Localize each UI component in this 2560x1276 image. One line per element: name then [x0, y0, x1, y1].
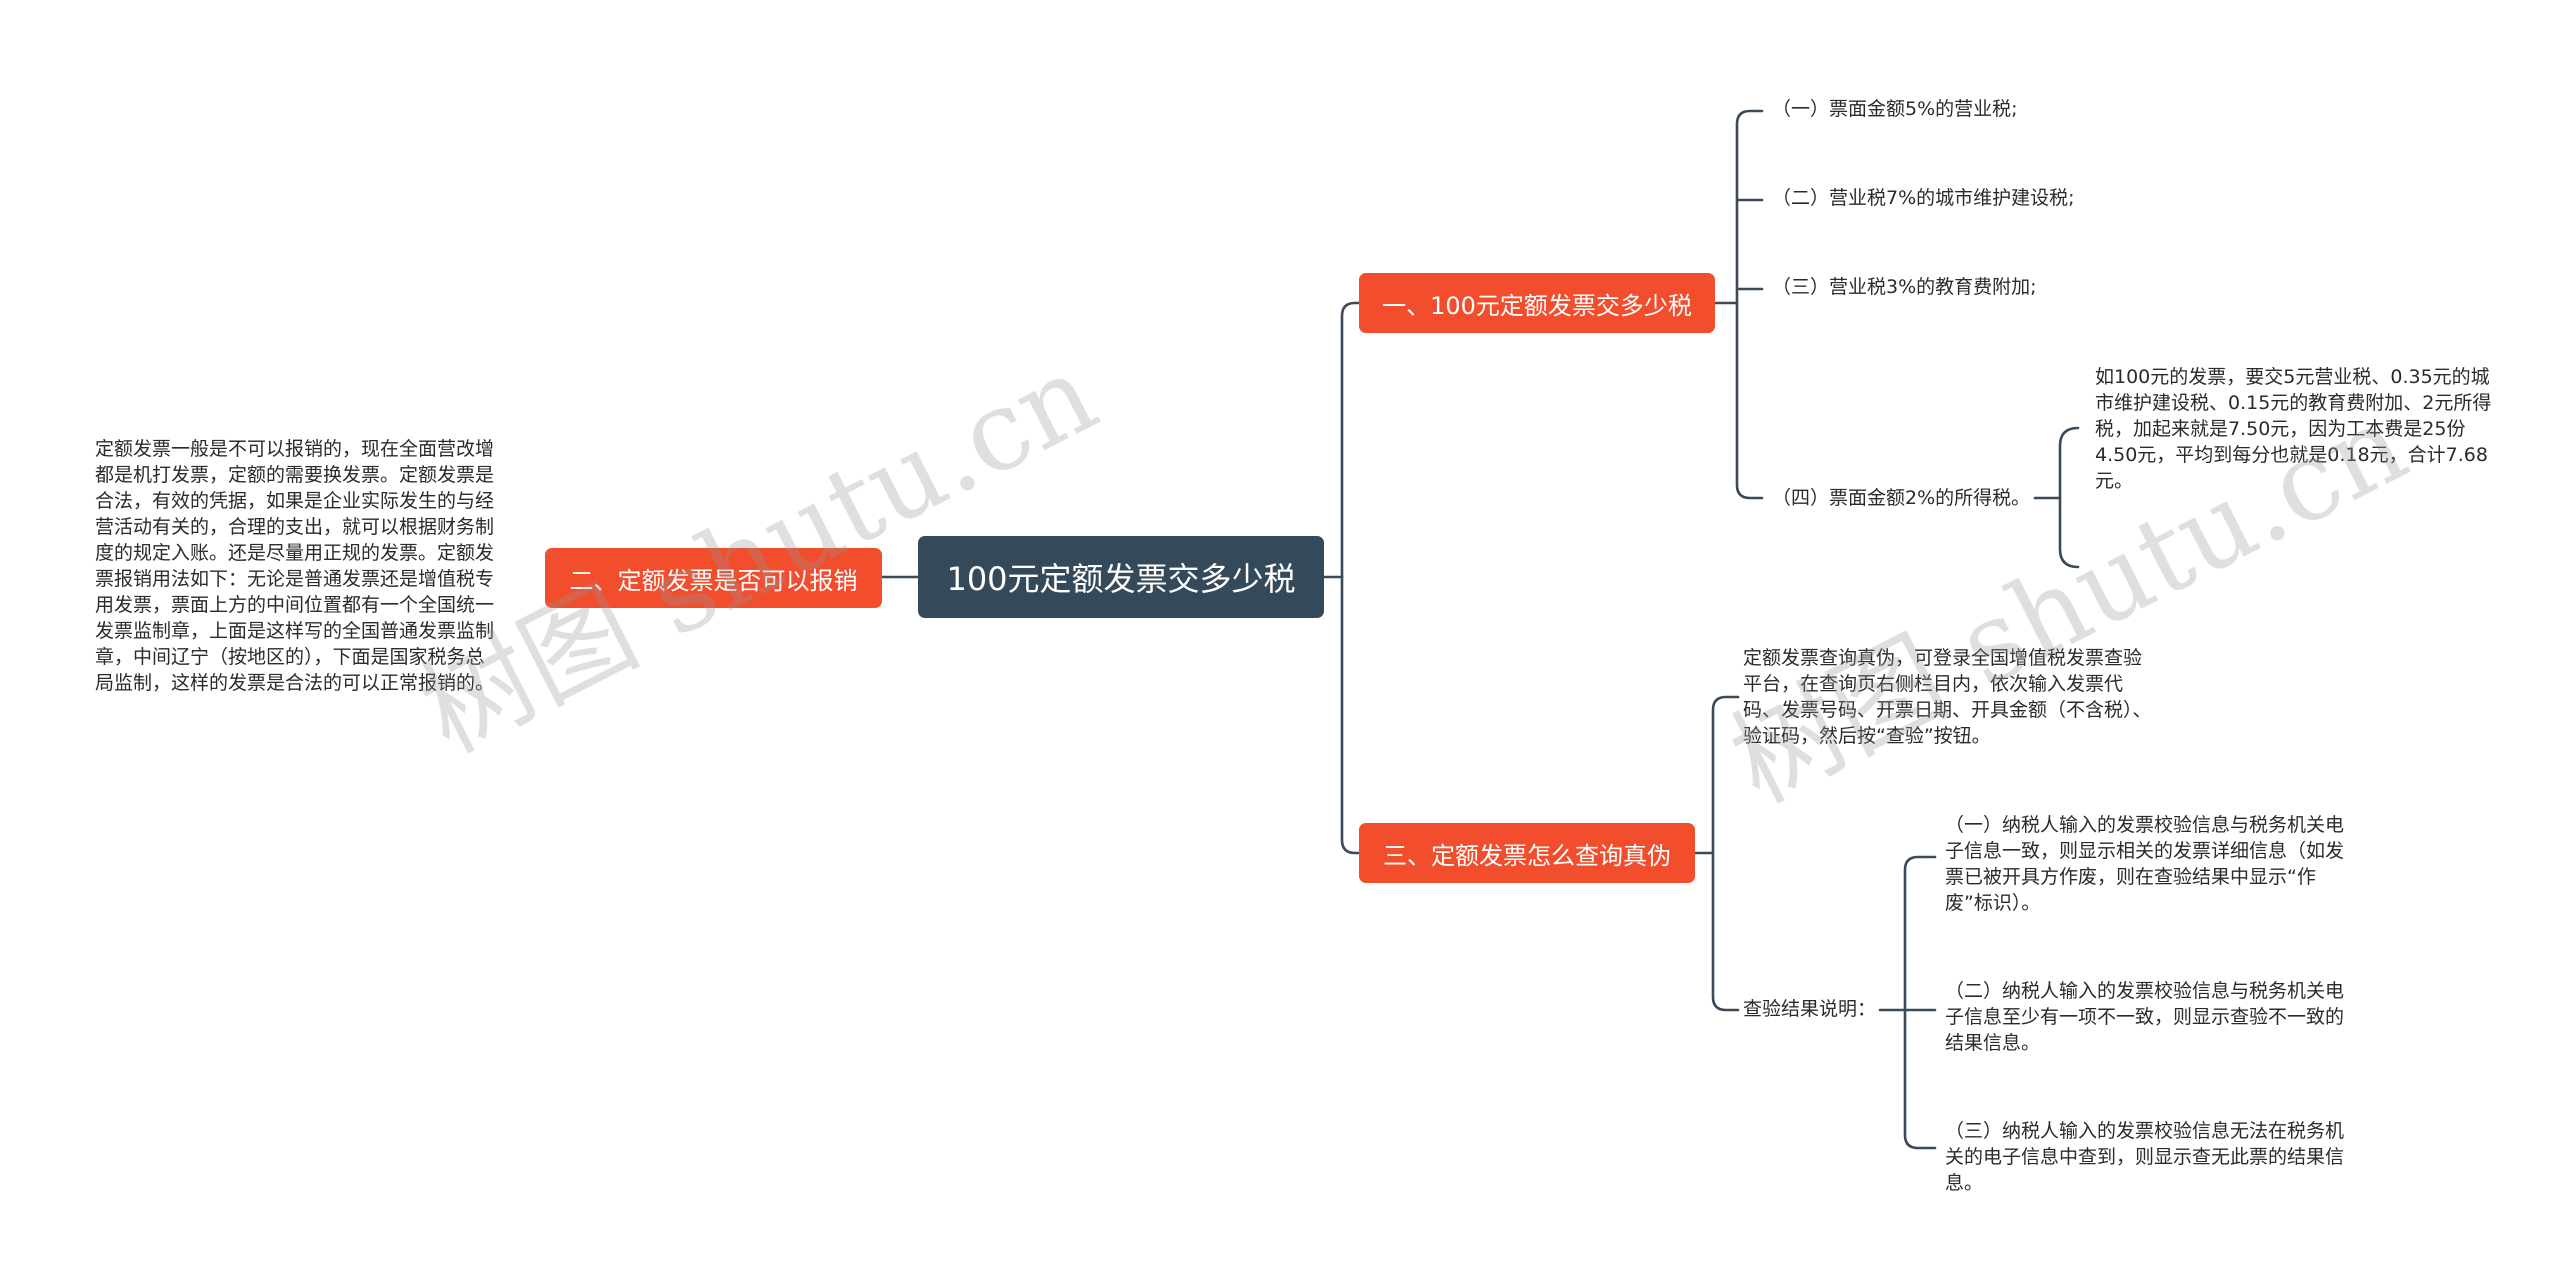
branch-reimbursement[interactable]: 二、定额发票是否可以报销 [545, 548, 882, 608]
leaf-result-not-found[interactable]: （三）纳税人输入的发票校验信息无法在税务机关的电子信息中查到，则显示查无此票的结… [1945, 1120, 2345, 1194]
leaf-reimbursement-detail[interactable]: 定额发票一般是不可以报销的，现在全面营改增都是机打发票，定额的需要换发票。定额发… [95, 438, 495, 694]
leaf-result-inconsistent[interactable]: （二）纳税人输入的发票校验信息与税务机关电子信息至少有一项不一致，则显示查验不一… [1945, 980, 2345, 1054]
root-topic[interactable]: 100元定额发票交多少税 [918, 536, 1324, 618]
leaf-education-surcharge[interactable]: （三）营业税3%的教育费附加; [1772, 276, 2037, 298]
link-child4 [1735, 301, 1764, 500]
link-result [1711, 851, 1740, 1012]
leaf-result-explanation[interactable]: 查验结果说明： [1743, 998, 1877, 1020]
branch-tax-amount[interactable]: 一、100元定额发票交多少税 [1359, 273, 1715, 333]
link-method [1711, 695, 1740, 855]
leaf-income-tax[interactable]: （四）票面金额2%的所得税。 [1772, 487, 2031, 509]
link-trunk-branch1 [1340, 301, 1361, 579]
link-detail-bracket [2058, 426, 2080, 569]
link-sub3 [1903, 1008, 1937, 1150]
leaf-city-maintenance-tax[interactable]: （二）营业税7%的城市维护建设税; [1772, 187, 2075, 209]
leaf-tax-example[interactable]: 如100元的发票，要交5元营业税、0.35元的城市维护建设税、0.15元的教育费… [2095, 366, 2492, 492]
leaf-query-method[interactable]: 定额发票查询真伪，可登录全国增值税发票查验平台，在查询页右侧栏目内，依次输入发票… [1743, 647, 2152, 747]
link-sub1 [1903, 855, 1937, 1012]
link-child1 [1735, 109, 1764, 305]
link-trunk-branch3 [1340, 575, 1361, 855]
leaf-business-tax[interactable]: （一）票面金额5%的营业税; [1772, 98, 2018, 120]
branch-authenticity[interactable]: 三、定额发票怎么查询真伪 [1359, 823, 1695, 883]
leaf-result-consistent[interactable]: （一）纳税人输入的发票校验信息与税务机关电子信息一致，则显示相关的发票详细信息（… [1945, 814, 2345, 914]
